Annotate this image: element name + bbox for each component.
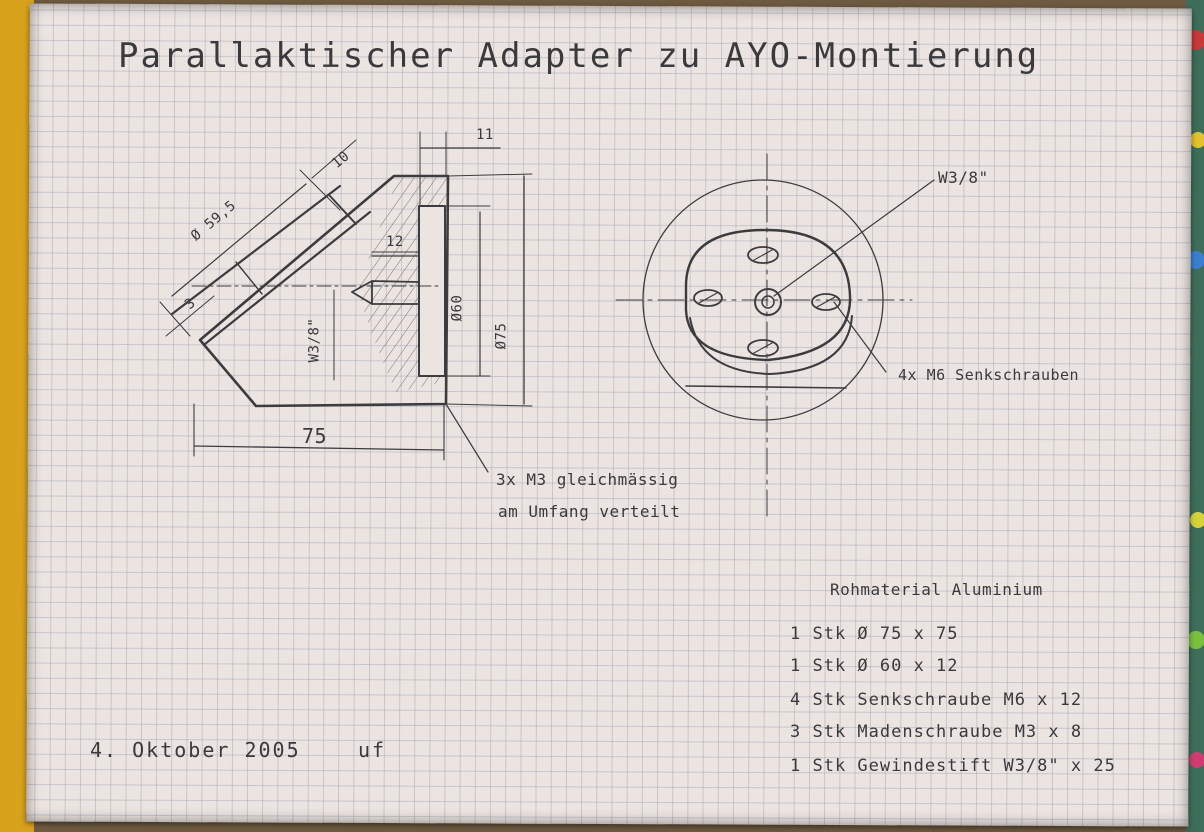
body-outline [198,174,450,408]
decor-dot [1187,631,1204,649]
bom-item: 1 Stk Ø 60 x 12 [790,656,959,676]
inner-cylinder [418,205,446,377]
decor-dot [1190,512,1204,528]
bom-item: 1 Stk Ø 75 x 75 [790,624,959,644]
screw-hole-bottom [747,339,779,357]
callout-m6-screws: 4x M6 Senkschrauben [898,366,1080,384]
threaded-pin [351,280,419,305]
front-view [615,153,935,517]
side-view [159,131,533,473]
callout-m3-line2: am Umfang verteilt [498,502,681,521]
dim-line-595 [171,183,307,297]
bom-item: 1 Stk Gewindestift W3/8" x 25 [790,756,1116,776]
screw-hole-right [811,293,841,311]
w38-leader [773,179,935,297]
decor-dot [1189,752,1204,768]
dim-line-75 [193,445,445,451]
screw-hole-left [693,289,723,307]
dim-label-d60: Ø60 [449,294,466,322]
flange-disc [684,228,852,362]
drawing-date: 4. Oktober 2005 [90,738,301,762]
author-initials: uf [358,738,387,762]
dim-label-d75-vertical: Ø75 [493,322,510,350]
screw-hole-top [747,246,779,264]
dim-label-11: 11 [476,127,494,143]
bom-item: 3 Stk Madenschraube M3 x 8 [790,722,1083,742]
dim-label-w38-side: W3/8" [306,317,323,363]
material-header: Rohmaterial Aluminium [830,580,1043,599]
drawing-title: Parallaktischer Adapter zu AYO-Montierun… [118,36,1040,76]
dim-label-75: 75 [302,424,328,448]
slanted-block [170,184,372,346]
callout-m3-line1: 3x M3 gleichmässig [496,470,679,489]
m3-leader [445,403,489,473]
callout-w38: W3/8" [938,168,989,187]
decor-dot [1187,251,1204,269]
bom-item: 4 Stk Senkschraube M6 x 12 [790,690,1083,710]
dim-label-12: 12 [386,234,404,250]
m6-leader [833,301,887,373]
decor-dot [1190,132,1204,148]
center-thread-hole [754,288,782,316]
